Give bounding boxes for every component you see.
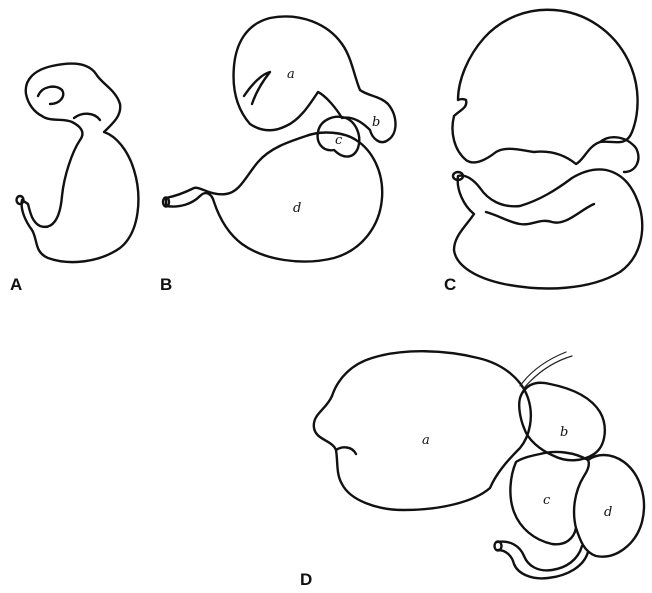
panel-d-drawing xyxy=(314,351,644,578)
panel-d-part-c: c xyxy=(543,493,551,508)
panel-d-chamber-b xyxy=(519,383,605,461)
panel-b-fold xyxy=(244,72,270,104)
panel-b-drawing xyxy=(163,16,396,261)
panel-b-label: B xyxy=(160,275,172,294)
panel-b-part-a: a xyxy=(287,67,295,82)
panel-a-drawing xyxy=(17,64,139,262)
panel-c-label: C xyxy=(444,275,456,294)
panel-a-label: A xyxy=(10,275,22,294)
panel-d-dent xyxy=(336,447,356,454)
panel-d-tube xyxy=(498,542,588,579)
panel-b-part-d: d xyxy=(293,201,301,216)
panel-d-divider xyxy=(574,460,589,528)
panel-c-zigzag xyxy=(486,204,594,224)
panel-c-lower-outline xyxy=(454,169,642,288)
panel-a-inner-fold xyxy=(38,87,63,104)
panel-c-drawing xyxy=(453,10,643,289)
panel-d-part-a: a xyxy=(422,433,430,448)
panel-c-upper-outline xyxy=(453,10,638,164)
panel-d-chamber-cd xyxy=(510,452,644,557)
panel-a-inner-fold-2 xyxy=(74,114,100,120)
panel-d-part-d: d xyxy=(604,505,612,520)
panel-b-chamber-d xyxy=(166,133,382,262)
panel-b-part-c: c xyxy=(335,133,343,148)
panel-a-tube-end xyxy=(17,196,24,204)
panel-d-label: D xyxy=(300,570,312,589)
panel-d-vessel-1 xyxy=(520,352,566,386)
panel-d-chamber-a xyxy=(314,351,531,510)
panel-d-part-b: b xyxy=(560,425,568,440)
panel-b-part-b: b xyxy=(372,115,380,130)
